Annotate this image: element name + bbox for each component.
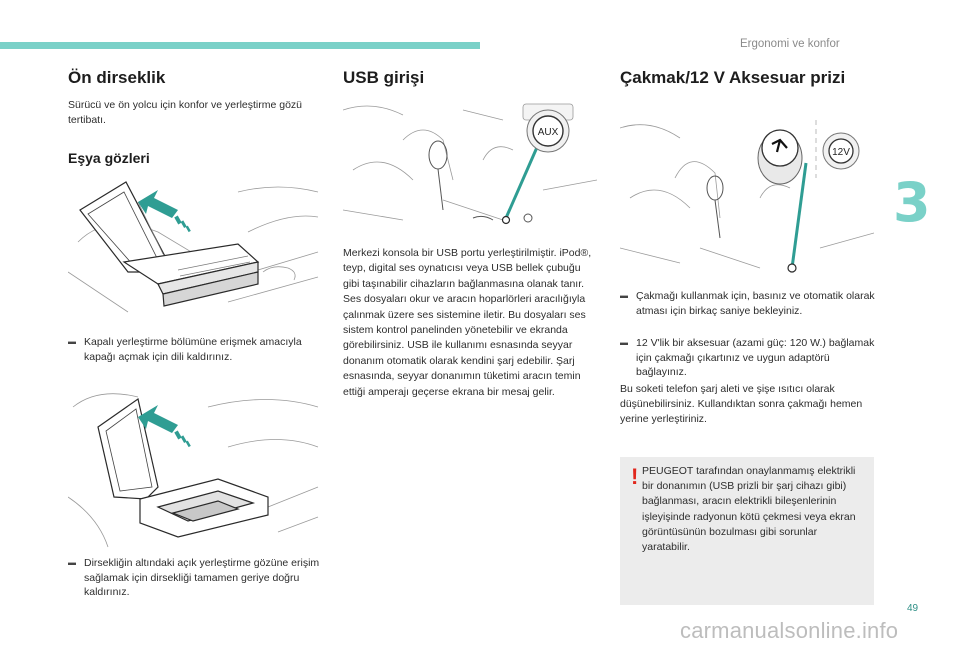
lighter-console-illustration: 12V [620,118,874,282]
lighter-title: Çakmak/12 V Aksesuar prizi [620,68,846,87]
armrest-bullet-1: ▬ Kapalı yerleştirme bölümüne erişmek am… [68,335,328,364]
lighter-bullet-2: ▬ 12 V'lik bir aksesuar (azami güç: 120 … [620,336,876,380]
armrest-bullet-2-text: Dirsekliğin altındaki açık yerleştirme g… [84,557,320,599]
armrest-title: Ön dirseklik [68,68,166,87]
cigarette-lighter-icon [757,129,803,185]
warning-icon: ! [631,464,639,489]
warning-text: PEUGEOT tarafından onaylanmamış elektrik… [642,465,856,554]
usb-console-illustration: AUX [343,100,597,232]
armrest-storage-illustration [68,387,320,551]
pull-direction-arrow [138,190,191,233]
lift-direction-arrow [138,405,191,448]
chapter-number: 3 [893,171,931,234]
aux-socket-icon: AUX [522,103,574,153]
bullet-marker: ▬ [620,291,628,300]
section-title: Ergonomi ve konfor [740,38,840,50]
usb-description: Merkezi konsola bir USB portu yerleştiri… [343,247,592,398]
watermark: carmanualsonline.info [680,618,899,643]
pointer-line [504,144,540,219]
pointer-line [790,162,808,269]
aux-label: AUX [538,127,559,138]
warning-box [620,457,874,605]
bullet-marker: ▬ [620,338,628,347]
armrest-intro: Sürücü ve ön yolcu için konfor ve yerleş… [68,99,303,127]
lighter-notes: Bu soketi telefon şarj aleti ve şişe ısı… [620,383,863,426]
lighter-bullet-1-text: Çakmağı kullanmak için, basınız ve otoma… [636,290,875,317]
armrest-bullet-1-text: Kapalı yerleştirme bölümüne erişmek amac… [84,336,302,363]
header-accent-bar [0,42,480,49]
lighter-bullet-2-text: 12 V'lik bir aksesuar (azami güç: 120 W.… [636,337,875,379]
armrest-lid-illustration [68,172,320,316]
bullet-marker: ▬ [68,558,76,567]
storage-subtitle: Eşya gözleri [68,150,150,166]
bullet-marker: ▬ [68,337,76,346]
lighter-bullet-1: ▬ Çakmağı kullanmak için, basınız ve oto… [620,289,876,318]
socket-label: 12V [832,147,850,158]
page-number: 49 [907,603,919,614]
usb-title: USB girişi [343,68,425,87]
armrest-bullet-2: ▬ Dirsekliğin altındaki açık yerleştirme… [68,556,334,600]
12v-socket-icon: 12V [822,132,860,170]
